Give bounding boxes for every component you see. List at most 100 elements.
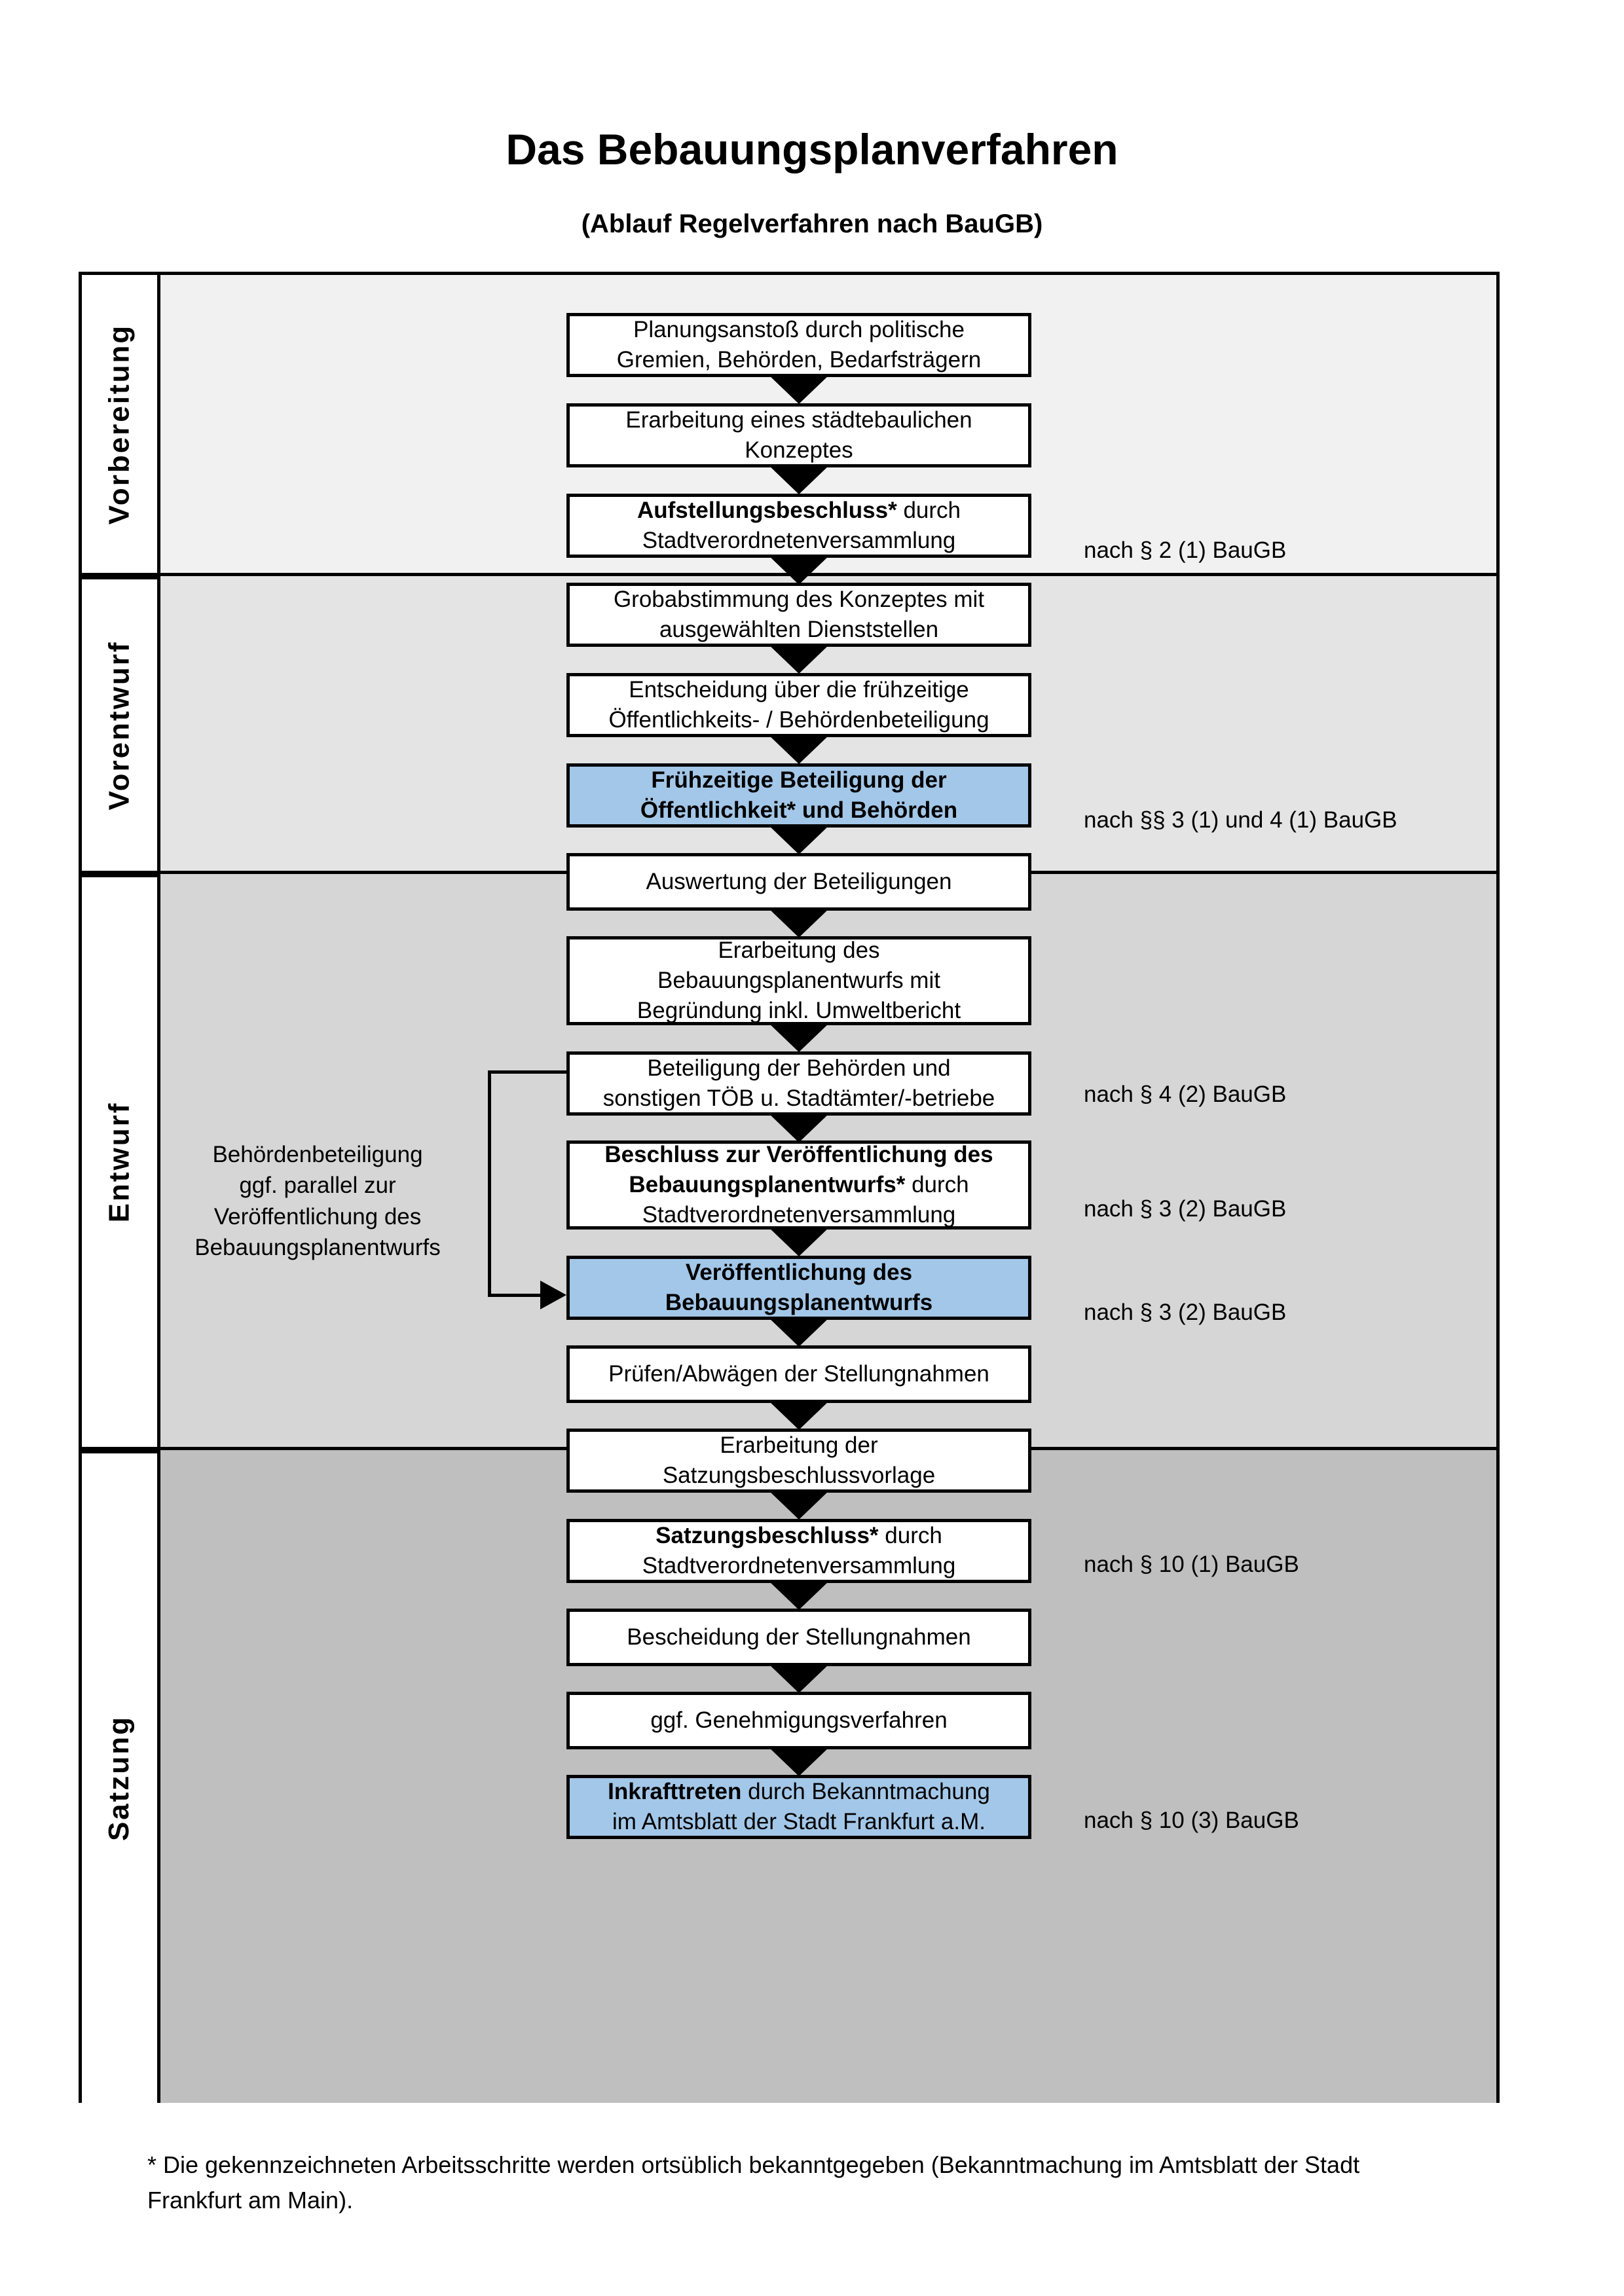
node-line: Auswertung der Beteiligungen xyxy=(646,868,952,894)
node-rest: durch xyxy=(878,1522,942,1548)
node-bold: Beschluss zur Veröffentlichung des xyxy=(604,1141,993,1167)
node-bold: Öffentlichkeit* und Behörden xyxy=(640,797,958,823)
sidenote-behoerdenbeteiligung: Behördenbeteiligung ggf. parallel zur Ve… xyxy=(180,1139,455,1263)
page-title: Das Bebauungsplanverfahren xyxy=(506,125,1118,173)
node-line: Stadtverordnetenversammlung xyxy=(642,528,956,553)
node-line: Beteiligung der Behörden und xyxy=(647,1055,951,1081)
flow-arrow-down xyxy=(767,1663,830,1693)
flow-arrow-down xyxy=(767,1022,830,1052)
flow-arrow-down xyxy=(767,1400,830,1430)
node-line: sonstigen TÖB u. Stadtämter/-betriebe xyxy=(602,1085,995,1111)
node-rest: durch xyxy=(896,497,961,523)
flow-arrow-down xyxy=(767,1317,830,1347)
node-line: Grobabstimmung des Konzeptes mit xyxy=(613,586,985,612)
flow-arrow-down xyxy=(767,464,830,494)
flow-arrow-down xyxy=(767,644,830,674)
footnote-line: * Die gekennzeichneten Arbeitsschritte w… xyxy=(147,2151,1360,2178)
sidenote-line: ggf. parallel zur xyxy=(239,1173,396,1199)
node-line: Erarbeitung des xyxy=(718,937,880,963)
phase-label-text: Vorbereitung xyxy=(103,323,136,524)
feedback-loop-top-segment xyxy=(488,1070,570,1074)
legal-ref-paragraph-3-1-4-1: nach §§ 3 (1) und 4 (1) BauGB xyxy=(1084,807,1397,833)
phase-label-entwurf: Entwurf xyxy=(82,874,160,1447)
flow-arrow-down xyxy=(767,907,830,938)
node-rest: durch Bekanntmachung xyxy=(741,1778,990,1804)
node-line: ggf. Genehmigungsverfahren xyxy=(650,1707,948,1733)
feedback-loop-arrowhead-icon xyxy=(540,1281,566,1309)
flow-arrow-down xyxy=(767,1226,830,1256)
flow-node-auswertung-beteiligungen[interactable]: Auswertung der Beteiligungen xyxy=(566,853,1031,911)
flow-arrow-down xyxy=(767,1489,830,1520)
node-line: Inkrafttreten durch Bekanntmachung xyxy=(608,1777,990,1807)
flow-node-satzungsbeschluss[interactable]: Satzungsbeschluss* durch Stadtverordnete… xyxy=(566,1519,1031,1583)
node-line: Aufstellungsbeschluss* durch xyxy=(637,496,961,526)
flow-node-beschluss-veroeffentlichung[interactable]: Beschluss zur Veröffentlichung des Bebau… xyxy=(566,1140,1031,1230)
phase-label-text: Entwurf xyxy=(103,1101,136,1223)
node-line: Planungsanstoß durch politische xyxy=(633,316,965,342)
footnote: * Die gekennzeichneten Arbeitsschritte w… xyxy=(147,2147,1496,2218)
flow-arrow-down xyxy=(767,374,830,404)
node-rest: durch xyxy=(905,1171,969,1197)
flow-node-pruefen-abwaegen[interactable]: Prüfen/Abwägen der Stellungnahmen xyxy=(566,1345,1031,1403)
node-line: Bebauungsplanentwurfs mit xyxy=(657,967,940,993)
flow-arrow-down xyxy=(767,1580,830,1610)
sidenote-line: Bebauungsplanentwurfs xyxy=(194,1234,441,1260)
legal-ref-paragraph-3-2-b: nach § 3 (2) BauGB xyxy=(1084,1300,1287,1325)
node-line: Öffentlichkeits- / Behördenbeteiligung xyxy=(608,707,989,733)
flow-arrow-down xyxy=(767,1112,830,1142)
flow-node-grobabstimmung[interactable]: Grobabstimmung des Konzeptes mit ausgewä… xyxy=(566,583,1031,647)
legal-ref-paragraph-10-1: nach § 10 (1) BauGB xyxy=(1084,1552,1299,1577)
node-line: ausgewählten Dienststellen xyxy=(659,617,939,642)
node-bold: Bebauungsplanentwurfs xyxy=(665,1290,933,1315)
node-bold: Inkrafttreten xyxy=(608,1778,742,1804)
legal-ref-paragraph-4-2: nach § 4 (2) BauGB xyxy=(1084,1082,1287,1107)
flow-node-veroeffentlichung-bebauungsplanentwurf[interactable]: Veröffentlichung des Bebauungsplanentwur… xyxy=(566,1256,1031,1320)
feedback-loop-bottom-segment xyxy=(488,1294,544,1297)
flow-arrow-down xyxy=(767,824,830,854)
flow-node-staedtebauliches-konzept[interactable]: Erarbeitung eines städtebaulichen Konzep… xyxy=(566,403,1031,467)
node-line: Erarbeitung eines städtebaulichen xyxy=(625,407,972,433)
node-line: Prüfen/Abwägen der Stellungnahmen xyxy=(608,1360,989,1387)
node-line: Gremien, Behörden, Bedarfsträgern xyxy=(616,347,982,373)
node-line: Begründung inkl. Umweltbericht xyxy=(637,998,961,1024)
phase-label-satzung: Satzung xyxy=(82,1450,160,2103)
node-bold: Bebauungsplanentwurfs* xyxy=(629,1171,906,1197)
flow-node-genehmigungsverfahren[interactable]: ggf. Genehmigungsverfahren xyxy=(566,1692,1031,1749)
flow-node-erarbeitung-bebauungsplanentwurf[interactable]: Erarbeitung des Bebauungsplanentwurfs mi… xyxy=(566,936,1031,1025)
legal-ref-paragraph-3-2-a: nach § 3 (2) BauGB xyxy=(1084,1196,1287,1222)
node-line: Stadtverordnetenversammlung xyxy=(642,1553,956,1578)
flow-arrow-down xyxy=(767,1746,830,1776)
node-line: Bescheidung der Stellungnahmen xyxy=(627,1624,971,1650)
phase-label-text: Satzung xyxy=(103,1715,136,1842)
node-line: Konzeptes xyxy=(745,437,853,463)
page-subtitle: (Ablauf Regelverfahren nach BauGB) xyxy=(581,210,1043,238)
phase-label-vorentwurf: Vorentwurf xyxy=(82,576,160,871)
flow-node-erarbeitung-satzungsbeschlussvorlage[interactable]: Erarbeitung der Satzungsbeschlussvorlage xyxy=(566,1429,1031,1493)
node-line: im Amtsblatt der Stadt Frankfurt a.M. xyxy=(612,1809,986,1834)
legal-ref-paragraph-10-3: nach § 10 (3) BauGB xyxy=(1084,1808,1299,1833)
node-line: Bebauungsplanentwurfs* durch xyxy=(604,1170,993,1200)
flow-node-bescheidung-stellungnahmen[interactable]: Bescheidung der Stellungnahmen xyxy=(566,1609,1031,1666)
node-line: Erarbeitung der xyxy=(720,1432,878,1458)
phase-label-text: Vorentwurf xyxy=(103,640,136,810)
node-bold: Veröffentlichung des xyxy=(685,1259,913,1285)
flow-node-fruehzeitige-beteiligung[interactable]: Frühzeitige Beteiligung der Öffentlichke… xyxy=(566,763,1031,828)
phase-label-vorbereitung: Vorbereitung xyxy=(82,275,160,573)
node-line: Stadtverordnetenversammlung xyxy=(642,1202,956,1228)
sidenote-line: Veröffentlichung des xyxy=(213,1203,422,1230)
node-bold: Frühzeitige Beteiligung der xyxy=(651,767,947,793)
node-line: Satzungsbeschluss* durch xyxy=(642,1521,956,1551)
legal-ref-paragraph-2-1: nach § 2 (1) BauGB xyxy=(1084,538,1287,563)
flow-node-aufstellungsbeschluss[interactable]: Aufstellungsbeschluss* durch Stadtverord… xyxy=(566,494,1031,558)
flow-node-beteiligung-behoerden-toeb[interactable]: Beteiligung der Behörden und sonstigen T… xyxy=(566,1051,1031,1116)
node-bold: Aufstellungsbeschluss* xyxy=(637,497,897,523)
sidenote-line: Behördenbeteiligung xyxy=(212,1142,423,1167)
node-line: Entscheidung über die frühzeitige xyxy=(629,676,969,702)
footnote-line: Frankfurt am Main). xyxy=(147,2187,354,2214)
flow-node-inkrafttreten[interactable]: Inkrafttreten durch Bekanntmachung im Am… xyxy=(566,1775,1031,1839)
flow-node-planungsanstoss[interactable]: Planungsanstoß durch politische Gremien,… xyxy=(566,313,1031,377)
flow-node-entscheidung-fruehzeitige-beteiligung[interactable]: Entscheidung über die frühzeitige Öffent… xyxy=(566,673,1031,737)
feedback-loop-vertical-segment xyxy=(488,1070,491,1296)
node-bold: Satzungsbeschluss* xyxy=(655,1522,879,1548)
flow-arrow-down xyxy=(767,734,830,764)
